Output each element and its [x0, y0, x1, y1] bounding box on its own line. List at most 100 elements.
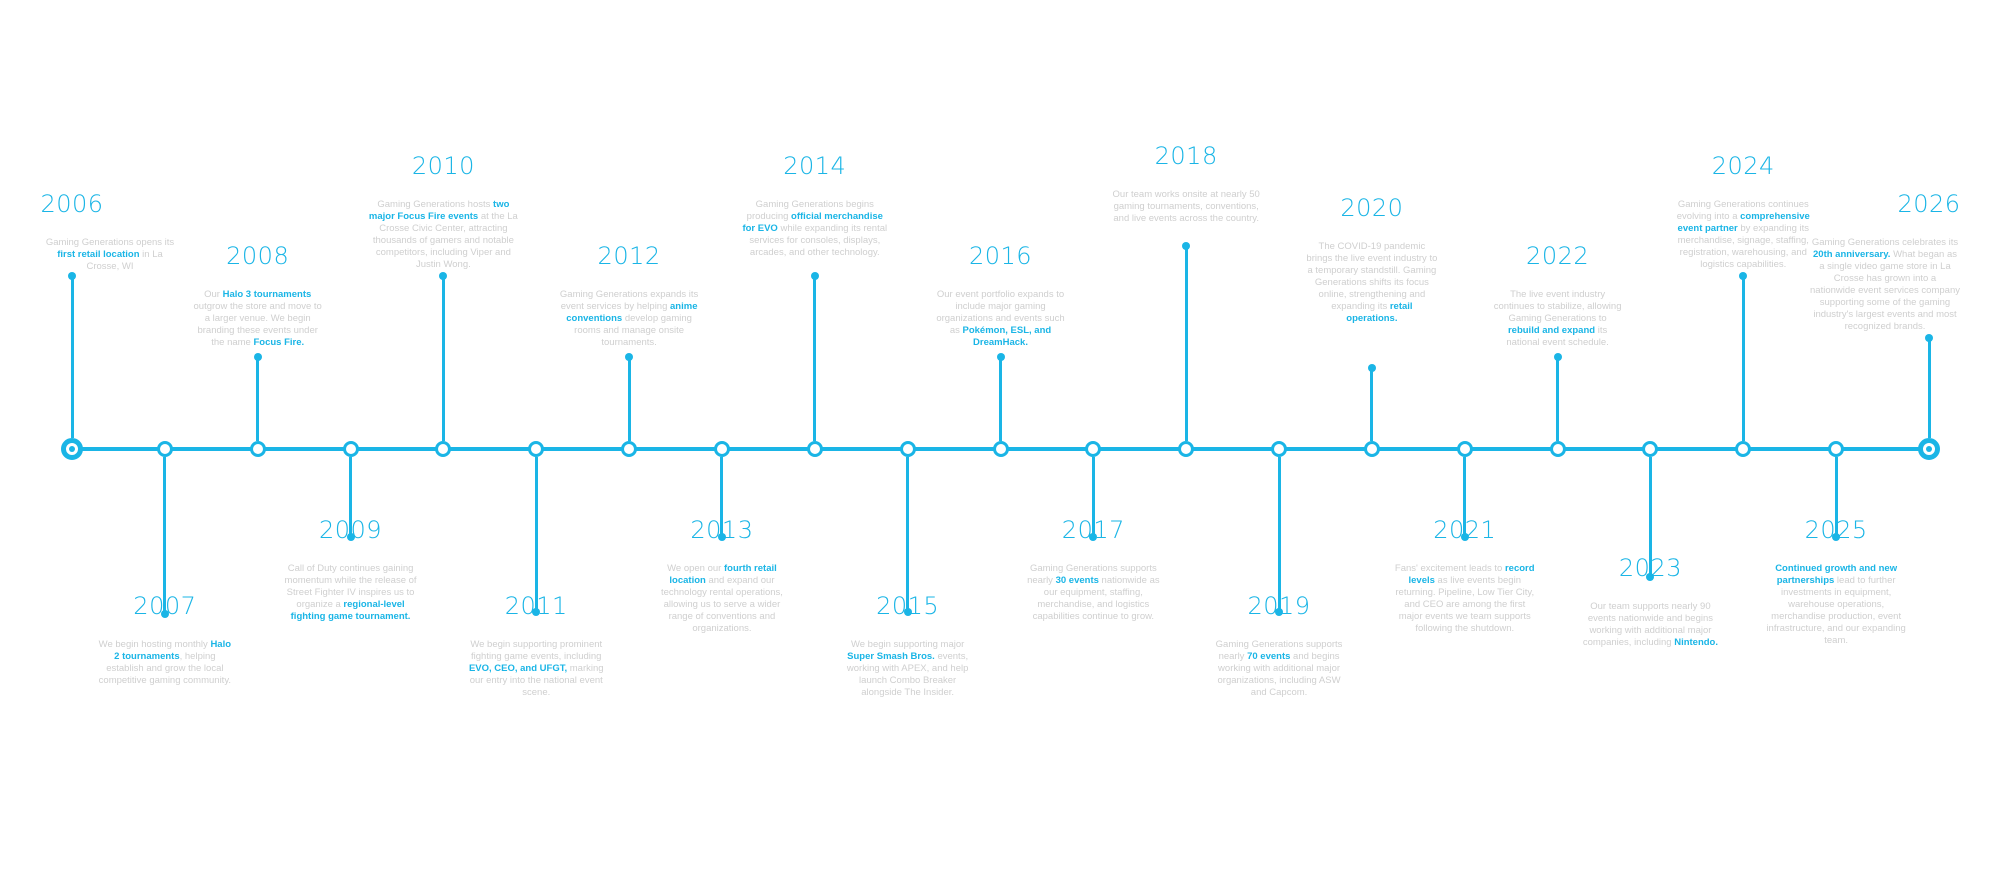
event-year-2021: 2021 [1433, 516, 1497, 544]
event-text: Gaming Generations supports nearly [1215, 639, 1343, 662]
timeline-dot-2026 [1925, 334, 1933, 342]
event-highlight: 70 events [1247, 651, 1291, 662]
timeline-dot-2012 [625, 353, 634, 361]
timeline-dot-2010 [439, 272, 448, 280]
event-text: Gaming Generations expands its event ser… [559, 289, 699, 312]
event-description-2021: Fans' excitement leads to record levels … [1395, 563, 1535, 635]
event-text: and expand our technology rental operati… [660, 575, 783, 634]
event-year-2015: 2015 [876, 592, 940, 620]
timeline-node-2009 [342, 441, 359, 457]
event-description-2020: The COVID-19 pandemic brings the live ev… [1304, 241, 1439, 325]
timeline-node-2013 [713, 441, 730, 457]
timeline-stem-2019 [1277, 457, 1281, 612]
event-text: by expanding its merchandise, signage, s… [1677, 223, 1810, 270]
timeline-dot-2018 [1182, 242, 1191, 250]
timeline-stem-2012 [627, 357, 631, 441]
event-highlight: Halo 2 tournaments [114, 639, 232, 662]
event-highlight: Nintendo. [1674, 637, 1719, 648]
event-highlight: Continued growth and new partnerships [1775, 563, 1898, 586]
timeline-dot-2006 [68, 272, 76, 280]
event-year-2007: 2007 [133, 592, 197, 620]
timeline-dot-2019 [1275, 608, 1284, 616]
timeline-dot-2020 [1367, 364, 1376, 372]
event-year-2016: 2016 [968, 242, 1033, 270]
event-text: and begins working with additional major… [1217, 651, 1341, 698]
timeline-stem-2015 [906, 457, 910, 612]
event-text: in La Crosse, WI [86, 249, 163, 272]
event-description-2008: Our Halo 3 tournaments outgrow the store… [193, 289, 323, 349]
timeline-node-2006 [61, 438, 83, 460]
event-highlight: first retail location [57, 249, 140, 260]
event-description-2012: Gaming Generations expands its event ser… [554, 289, 704, 349]
event-text: nationwide as our equipment, staffing, m… [1032, 575, 1160, 622]
event-text: its national event schedule. [1506, 325, 1609, 348]
event-highlight: anime conventions [566, 301, 698, 324]
timeline-node-2012 [621, 441, 638, 457]
event-text: outgrow the store and move to a larger v… [193, 301, 322, 348]
event-text: We begin hosting monthly [98, 639, 211, 650]
timeline-stem-2016 [999, 357, 1002, 441]
event-highlight: rebuild and expand [1507, 325, 1596, 336]
timeline-node-2018 [1178, 441, 1195, 457]
event-text: Our team supports nearly 90 events natio… [1582, 601, 1714, 648]
event-description-2025: Continued growth and new partnerships le… [1766, 563, 1906, 647]
event-text: We open our [667, 563, 724, 574]
timeline-node-2008 [249, 441, 266, 457]
event-description-2019: Gaming Generations supports nearly 70 ev… [1209, 639, 1349, 699]
event-text: Call of Duty continues gaining momentum … [284, 563, 417, 610]
event-text: events, working with APEX, and help laun… [846, 651, 969, 698]
timeline-node-2007 [156, 441, 173, 457]
event-description-2011: We begin supporting prominent fighting g… [464, 639, 609, 699]
event-description-2023: Our team supports nearly 90 events natio… [1580, 601, 1720, 649]
timeline-dot-2025 [1832, 533, 1841, 541]
event-year-2009: 2009 [319, 516, 383, 544]
event-year-2012: 2012 [597, 242, 661, 270]
timeline-stem-2018 [1184, 246, 1188, 441]
timeline-dot-2023 [1646, 573, 1655, 581]
event-description-2026: Gaming Generations celebrates its 20th a… [1810, 237, 1960, 333]
timeline-node-2019 [1271, 441, 1288, 457]
event-description-2022: The live event industry continues to sta… [1493, 289, 1623, 349]
event-text: Gaming Generations continues evolving in… [1676, 199, 1809, 222]
event-year-2013: 2013 [690, 516, 754, 544]
timeline-stem-2008 [256, 357, 260, 441]
event-text: Fans' excitement leads to [1394, 563, 1505, 574]
event-text: at the La Crosse Civic Center, attractin… [372, 211, 518, 270]
event-text: We begin supporting prominent fighting g… [470, 639, 603, 662]
event-description-2009: Call of Duty continues gaining momentum … [281, 563, 421, 623]
event-text: Our event portfolio expands to include m… [936, 289, 1065, 336]
event-highlight: Pokémon, ESL, and DreamHack. [962, 325, 1052, 348]
timeline-stem-2006 [70, 276, 74, 438]
event-year-2025: 2025 [1804, 516, 1868, 544]
event-year-2023: 2023 [1618, 554, 1682, 582]
event-highlight: Focus Fire. [253, 337, 305, 348]
timeline-node-2021 [1456, 441, 1473, 457]
timeline-stem-2026 [1927, 338, 1931, 438]
timeline-dot-2022 [1553, 353, 1562, 361]
timeline-stem-2025 [1834, 457, 1838, 537]
timeline-dot-2021 [1460, 533, 1469, 541]
event-highlight: retail operations. [1346, 301, 1413, 324]
event-highlight: fourth retail location [669, 563, 777, 586]
event-text: The COVID-19 pandemic brings the live ev… [1306, 241, 1438, 312]
event-year-2024: 2024 [1711, 152, 1775, 180]
timeline-node-2010 [435, 441, 452, 457]
event-description-2015: We begin supporting major Super Smash Br… [838, 639, 978, 699]
event-highlight: 30 events [1055, 575, 1099, 586]
event-description-2016: Our event portfolio expands to include m… [936, 289, 1066, 349]
timeline-node-2015 [899, 441, 916, 457]
timeline-dot-2007 [160, 610, 169, 618]
event-year-2020: 2020 [1340, 194, 1404, 222]
event-text: Gaming Generations celebrates its [1811, 237, 1959, 248]
timeline-stem-2010 [441, 276, 445, 441]
timeline-node-2017 [1085, 441, 1102, 457]
event-year-2022: 2022 [1526, 242, 1590, 270]
event-year-2026: 2026 [1897, 190, 1961, 218]
event-text: Gaming Generations opens its [45, 237, 175, 248]
event-text: develop gaming rooms and manage onsite t… [574, 313, 692, 348]
timeline-node-2025 [1828, 441, 1845, 457]
event-text: while expanding its rental services for … [749, 223, 888, 258]
event-year-2011: 2011 [504, 592, 568, 620]
event-text: lead to further investments in equipment… [1766, 575, 1906, 646]
